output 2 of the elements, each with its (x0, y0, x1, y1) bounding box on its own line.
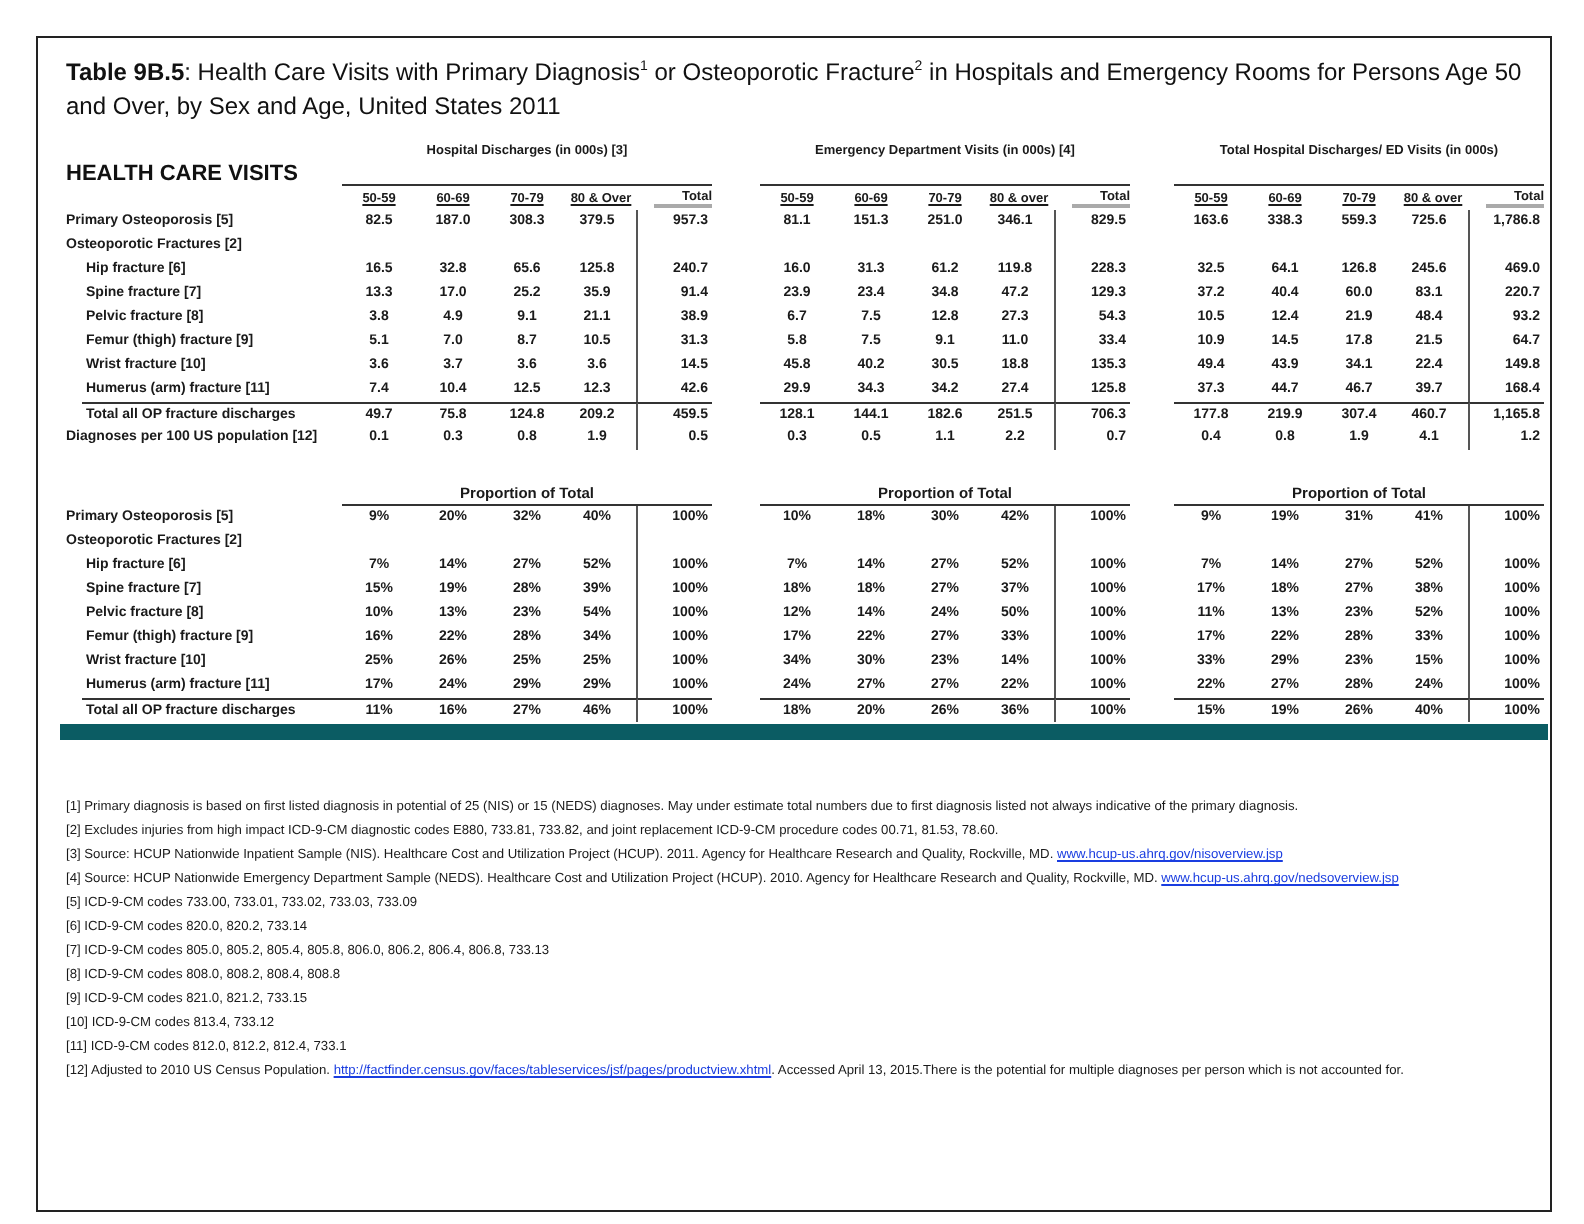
section-heading: HEALTH CARE VISITS (66, 162, 300, 186)
table-title: Table 9B.5: Health Care Visits with Primary Diagnosis$^{1}$ or Osteoporotic Fracture$^{2}$ in Hospitals and Emergency Rooms for Persons Age 50 and Over, by Sex and Age, United States 2011 (66, 56, 1524, 124)
